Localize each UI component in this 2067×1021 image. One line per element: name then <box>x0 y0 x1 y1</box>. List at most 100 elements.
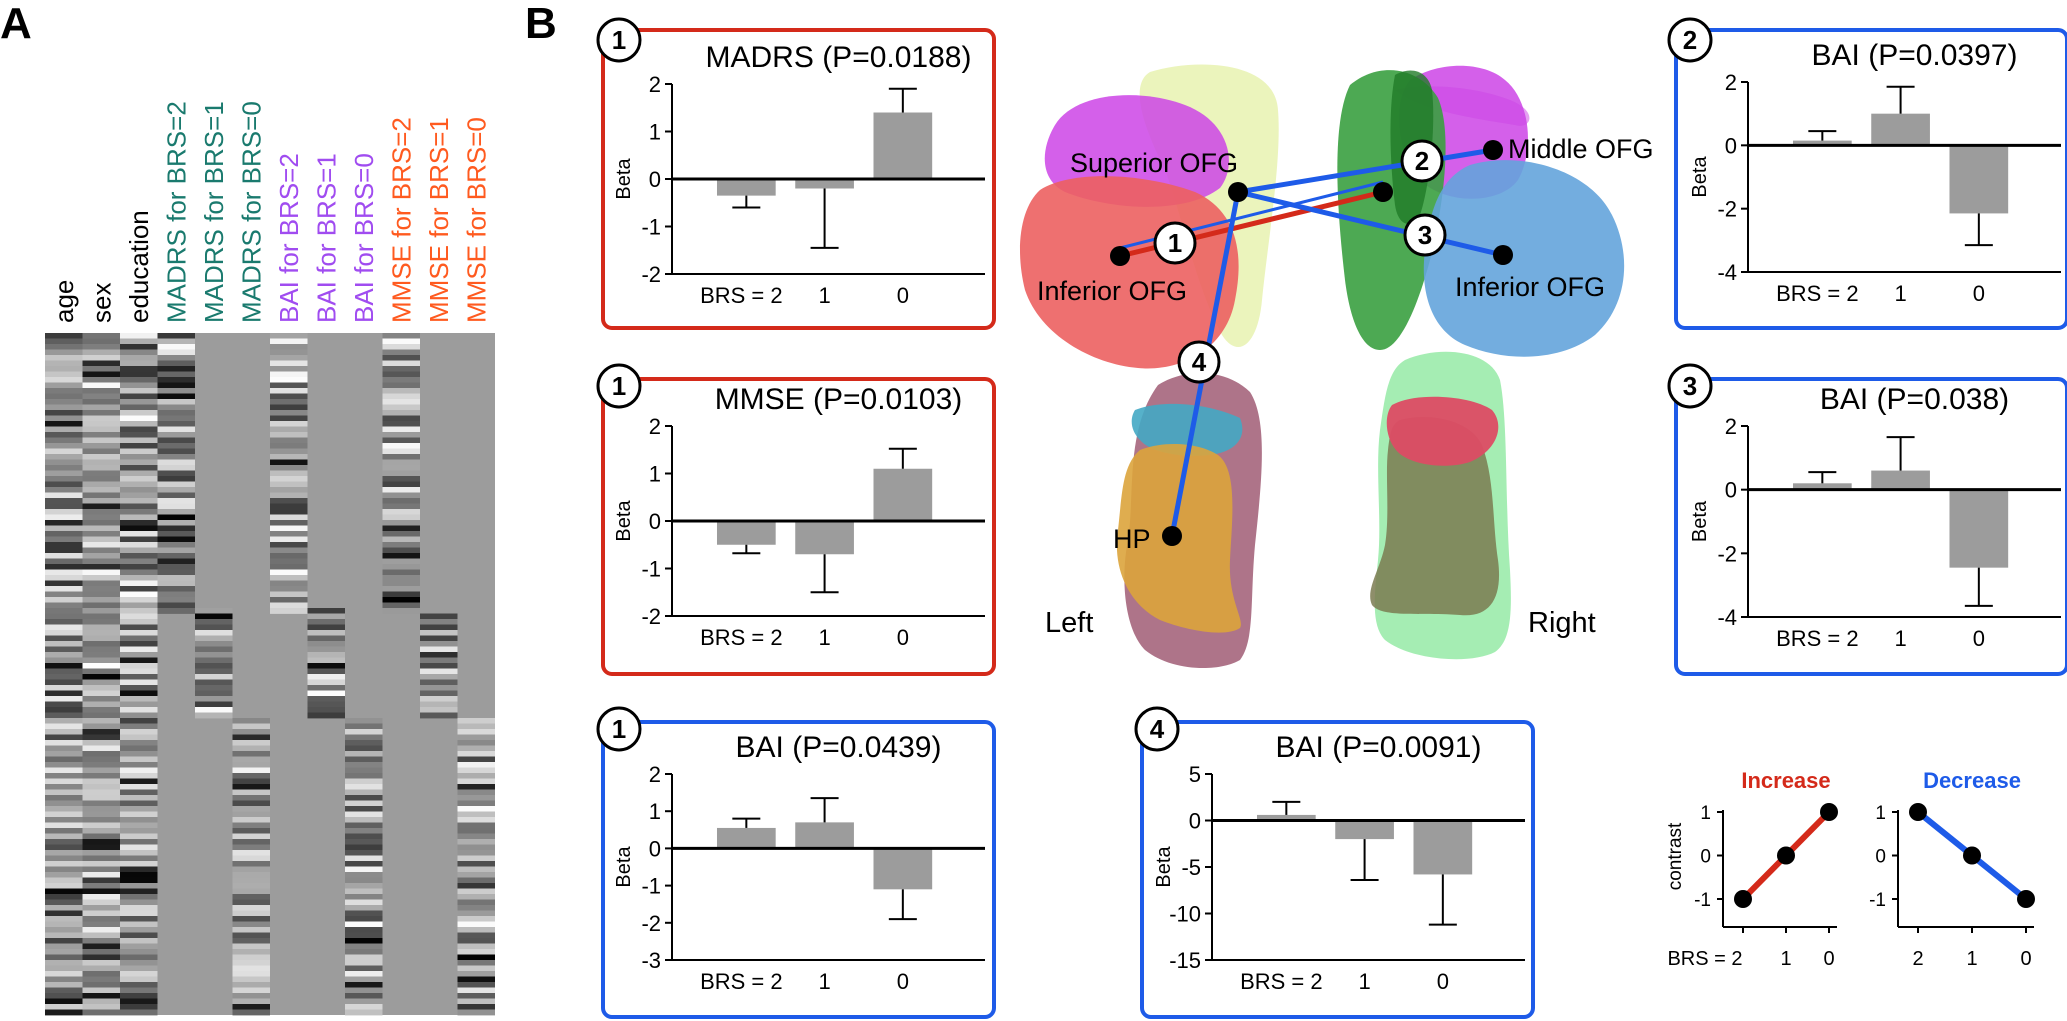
heatmap-cell <box>120 756 158 763</box>
heatmap-cell <box>232 866 270 873</box>
y-tick-label: -2 <box>641 911 661 936</box>
heatmap-cell <box>457 822 495 829</box>
x-tick-label: BRS = 2 <box>1776 281 1859 306</box>
heatmap-cell <box>157 432 195 438</box>
y-tick-label: 2 <box>1725 414 1737 439</box>
heatmap-cell <box>232 811 270 818</box>
heatmap-cell <box>307 657 345 664</box>
heatmap-cell <box>120 916 158 922</box>
heatmap-cell <box>45 982 83 988</box>
heatmap-cell <box>382 448 420 455</box>
heatmap-cell <box>270 602 308 609</box>
heatmap-cell <box>45 674 83 680</box>
heatmap-cell <box>45 745 83 752</box>
heatmap-cell <box>232 773 270 779</box>
heatmap-cell <box>232 921 270 928</box>
heatmap-cell <box>457 844 495 851</box>
heatmap-cell <box>345 883 383 889</box>
contrast-y-tick-label: 0 <box>1700 847 1711 868</box>
heatmap-cell <box>120 421 158 427</box>
heatmap-cell <box>120 360 158 367</box>
heatmap-cell <box>82 800 120 807</box>
heatmap-cell <box>45 663 83 669</box>
heatmap-cell <box>307 619 345 625</box>
y-tick-label: -15 <box>1169 948 1201 973</box>
heatmap-cell <box>457 734 495 741</box>
heatmap-cell <box>120 839 158 845</box>
heatmap-cell <box>82 547 120 554</box>
heatmap-cell <box>82 437 120 444</box>
heatmap-cell <box>45 553 83 559</box>
heatmap-cell <box>82 982 120 988</box>
heatmap-cell <box>82 685 120 691</box>
column-label: age <box>49 280 79 323</box>
heatmap-cell <box>45 976 83 983</box>
heatmap-cell <box>232 1004 270 1010</box>
heatmap-cell <box>82 850 120 856</box>
heatmap-cell <box>45 360 83 367</box>
heatmap-cell <box>345 822 383 829</box>
heatmap-cell <box>82 421 120 427</box>
heatmap-cell <box>457 921 495 928</box>
heatmap-cell <box>345 905 383 911</box>
heatmap-cell <box>82 465 120 471</box>
heatmap-cell <box>45 740 83 746</box>
heatmap-cell <box>82 839 120 845</box>
bar <box>1792 483 1852 490</box>
heatmap-cell <box>45 712 83 719</box>
heatmap-cell <box>45 734 83 741</box>
heatmap-cell <box>82 954 120 961</box>
heatmap-cell <box>45 377 83 383</box>
heatmap-cell <box>457 850 495 856</box>
heatmap-cell <box>45 459 83 466</box>
y-tick-label: -4 <box>1717 605 1737 630</box>
chart-frame <box>1674 28 2067 330</box>
heatmap-cell <box>420 657 458 664</box>
node-hp <box>1162 526 1182 546</box>
heatmap-cell <box>45 987 83 994</box>
heatmap-cell <box>270 591 308 598</box>
heatmap-cell <box>345 762 383 768</box>
heatmap-cell <box>120 591 158 598</box>
heatmap-cell <box>345 729 383 735</box>
chart-connection-marker: 1 <box>596 17 642 63</box>
chart-title: BAI (P=0.0439) <box>736 731 942 764</box>
heatmap-cell <box>45 707 83 713</box>
heatmap-cell <box>270 371 308 378</box>
heatmap-cell <box>457 718 495 724</box>
right-hippocampus-region <box>1370 417 1500 616</box>
heatmap-cell <box>232 844 270 851</box>
x-tick-label: 1 <box>1358 969 1370 994</box>
heatmap-cell <box>157 338 195 345</box>
heatmap-cell <box>82 938 120 944</box>
heatmap-cell <box>120 795 158 801</box>
heatmap-cell <box>232 998 270 1005</box>
column-label: BAI for BRS=1 <box>311 153 341 323</box>
heatmap-cell <box>82 927 120 933</box>
heatmap-cell <box>232 943 270 950</box>
heatmap-cell <box>82 657 120 664</box>
heatmap-cell <box>82 993 120 999</box>
heatmap-cell <box>157 448 195 455</box>
contrast-x-tick-label: 2 <box>1912 948 1923 970</box>
y-tick-label: 1 <box>649 799 661 824</box>
y-tick-label: 1 <box>649 462 661 487</box>
heatmap-cell <box>82 602 120 609</box>
heatmap-cell <box>45 520 83 526</box>
heatmap-cell <box>345 806 383 812</box>
heatmap-cell <box>420 663 458 669</box>
heatmap-cell <box>120 448 158 455</box>
heatmap-cell <box>457 932 495 939</box>
heatmap-cell <box>382 487 420 493</box>
column-label: BAI for BRS=0 <box>349 153 379 323</box>
heatmap-cell <box>457 883 495 889</box>
heatmap-cell <box>120 740 158 746</box>
heatmap-cell <box>157 349 195 356</box>
heatmap-cell <box>82 866 120 873</box>
heatmap-cell <box>45 855 83 862</box>
heatmap-cell <box>270 553 308 559</box>
heatmap-cell <box>120 943 158 950</box>
heatmap-cell <box>307 641 345 647</box>
